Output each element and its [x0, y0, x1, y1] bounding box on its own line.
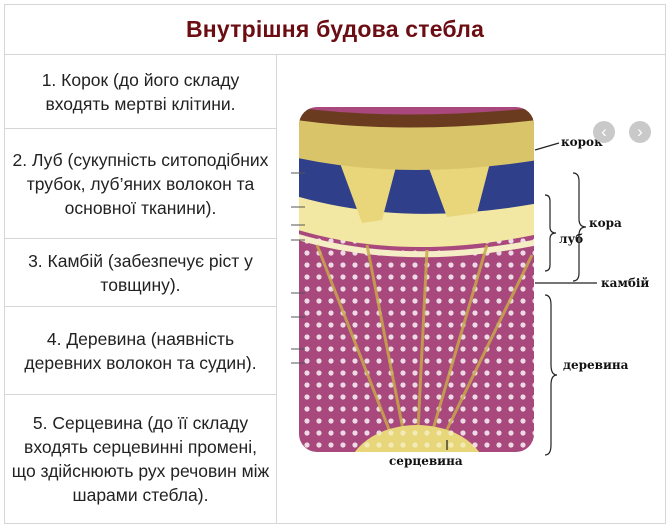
chevron-right-icon[interactable]: › — [629, 121, 651, 143]
label-phloem: луб — [559, 232, 583, 246]
list-item-cambium: 3. Камбій (забезпечує ріст у товщину). — [5, 239, 276, 307]
label-cambium: камбій — [601, 276, 649, 290]
list-item-pith: 5. Серцевина (до її складу входять серце… — [11, 413, 270, 505]
cambium-line — [299, 227, 534, 258]
list-item-wood: 4. Деревина (наявність деревних волокон … — [5, 307, 276, 395]
stem-diagram: корок кора луб камбій деревина серцевина — [291, 107, 649, 468]
list-item-phloem: 2. Луб (сукупність ситоподібних трубок, … — [5, 129, 276, 239]
list-item-cork: 1. Корок (до його складу входять мертві … — [5, 55, 276, 129]
description-column: 1. Корок (до його складу входять мертві … — [5, 55, 277, 523]
label-wood: деревина — [563, 358, 629, 372]
label-bark: кора — [589, 216, 622, 230]
label-pith: серцевина — [389, 454, 463, 468]
content-table: Внутрішня будова стебла 1. Корок (до йог… — [4, 4, 666, 524]
title-row: Внутрішня будова стебла — [5, 5, 665, 55]
image-column: корок кора луб камбій деревина серцевина… — [277, 55, 665, 523]
page-title: Внутрішня будова стебла — [185, 16, 485, 42]
label-cork: корок — [561, 135, 603, 149]
chevron-left-icon[interactable]: ‹ — [593, 121, 615, 143]
stem-cross-section — [299, 107, 534, 452]
